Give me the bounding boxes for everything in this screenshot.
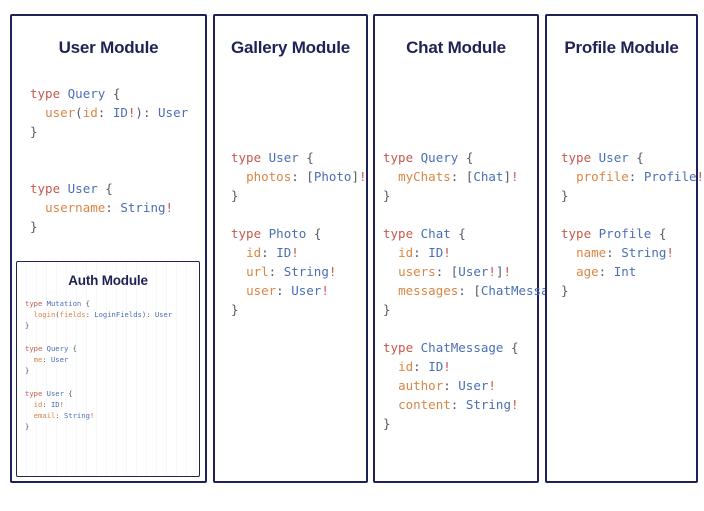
schema-code-gallery: type User { photos: [Photo]! } type Phot…	[231, 150, 367, 317]
module-title-chat: Chat Module	[406, 38, 506, 57]
module-card-chat[interactable]: Chat Module type Query { myChats: [Chat]…	[373, 14, 579, 483]
module-title-profile: Profile Module	[564, 38, 679, 57]
schema-code-chat: type Query { myChats: [Chat]! } type Cha…	[383, 150, 579, 431]
module-title-user: User Module	[58, 38, 159, 57]
schema-code-profile: type User { profile: Profile! } type Pro…	[561, 150, 704, 298]
module-title-auth: Auth Module	[68, 273, 148, 288]
module-title-gallery: Gallery Module	[230, 38, 351, 57]
module-card-gallery[interactable]: Gallery Module type User { photos: [Phot…	[213, 14, 368, 483]
module-card-user[interactable]: User Module type Query { user(id: ID!): …	[10, 14, 207, 483]
module-card-auth[interactable]: Auth Module type Mutation { login(fields…	[16, 261, 200, 477]
module-card-profile[interactable]: Profile Module type User { profile: Prof…	[545, 14, 704, 483]
schema-code-auth: type Mutation { login(fields: LoginField…	[25, 299, 173, 432]
schema-code-user: type Query { user(id: ID!): User } type …	[30, 86, 189, 234]
